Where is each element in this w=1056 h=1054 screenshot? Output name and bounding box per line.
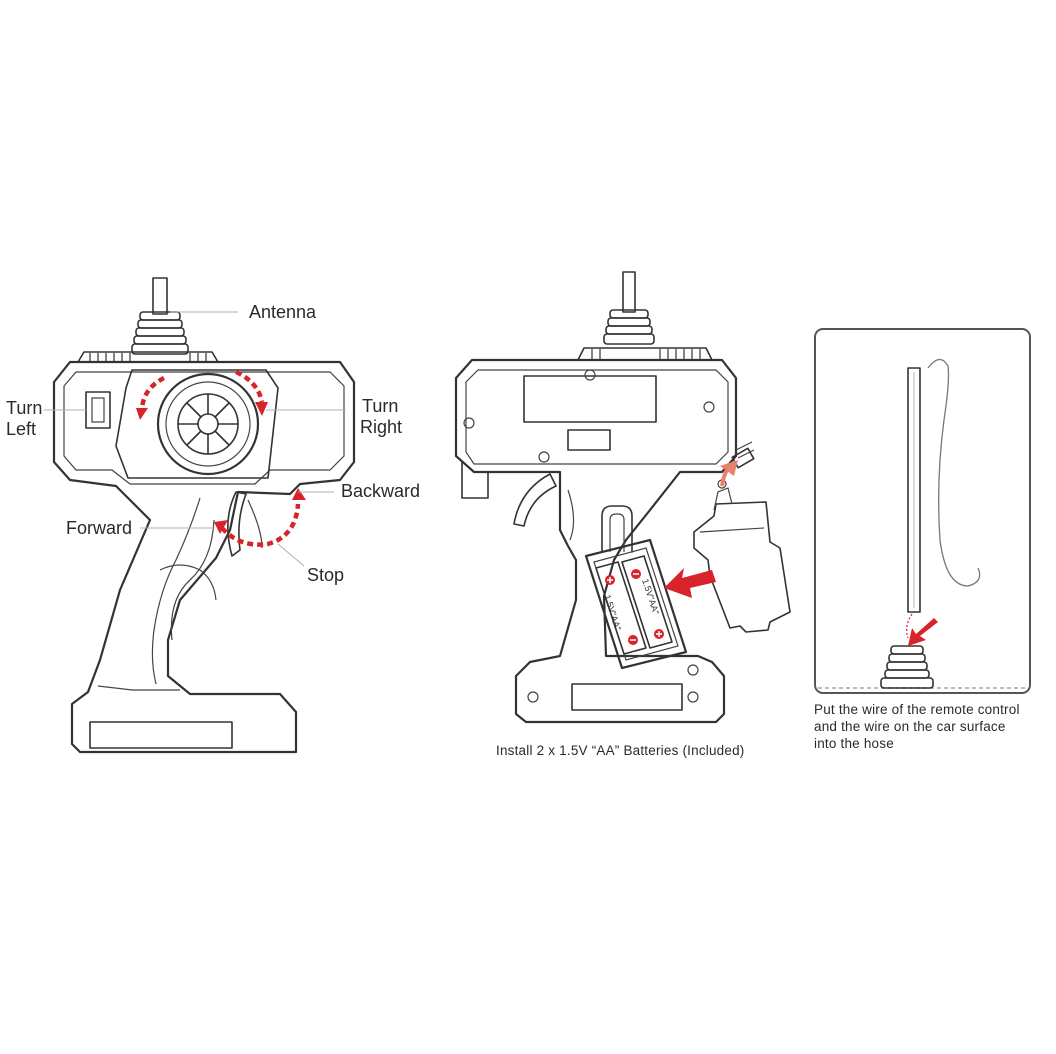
antenna-label: Antenna	[249, 302, 317, 322]
left-switch	[85, 391, 111, 429]
turn-right-arrow	[235, 369, 265, 403]
back-label-plate	[523, 375, 657, 423]
controller-body	[52, 360, 356, 754]
turn-right-label-2: Right	[360, 417, 402, 437]
steering-wheel	[156, 372, 260, 476]
antenna-base	[131, 311, 189, 355]
cover-clip	[713, 487, 733, 511]
left-controller: Antenna Turn Left Turn Right Backward Fo…	[6, 277, 420, 754]
throttle-trigger	[227, 491, 247, 557]
wheel-housing	[115, 369, 279, 479]
screws	[463, 369, 715, 703]
turn-right-arrowhead	[255, 402, 268, 416]
throttle-trigger-back	[513, 473, 557, 527]
forward-arrowhead	[214, 520, 228, 534]
bottom-label-plate	[89, 721, 233, 749]
backward-arrowhead	[292, 488, 306, 500]
hose	[907, 367, 921, 613]
battery-compartment	[584, 538, 688, 670]
antenna-base-back	[603, 309, 655, 345]
forward-label: Forward	[66, 518, 132, 538]
hose-caption-line-2: and the wire on the car surface	[814, 719, 1006, 734]
grip-contour	[151, 497, 201, 685]
hose-antenna-base	[880, 645, 934, 689]
turn-left-label-1: Turn	[6, 398, 42, 418]
battery-caption: Install 2 x 1.5V “AA” Batteries (Include…	[496, 743, 745, 758]
backward-label: Backward	[341, 481, 420, 501]
back-switch	[567, 429, 611, 451]
turn-left-arrow	[139, 375, 166, 409]
hose-panel: Put the wire of the remote control and t…	[814, 328, 1031, 751]
hose-insert-arrow	[908, 618, 938, 646]
stop-label: Stop	[307, 565, 344, 585]
wire	[927, 358, 981, 587]
antenna-rod	[152, 277, 168, 315]
hose-caption-line-1: Put the wire of the remote control	[814, 702, 1020, 717]
antenna-rod-back	[622, 271, 636, 313]
controller-back-body	[454, 358, 738, 724]
middle-controller: 1.5V"AA" 1.5V"AA" Install 2 x 1.5V “AA	[454, 271, 791, 758]
turn-left-label-2: Left	[6, 419, 36, 439]
back-bottom-plate	[571, 683, 683, 711]
turn-right-label-1: Turn	[362, 396, 398, 416]
hose-panel-frame	[814, 328, 1031, 694]
turn-left-arrowhead	[136, 408, 148, 420]
trigger-motion-arrow	[220, 503, 301, 547]
battery-2: 1.5V"AA"	[621, 555, 673, 649]
insert-battery-arrow	[664, 568, 716, 598]
battery-strap	[601, 505, 633, 553]
front-panel	[63, 371, 345, 485]
hose-caption-line-3: into the hose	[814, 736, 894, 751]
battery-cover	[693, 501, 791, 633]
cap-removal-arrow	[720, 460, 738, 476]
